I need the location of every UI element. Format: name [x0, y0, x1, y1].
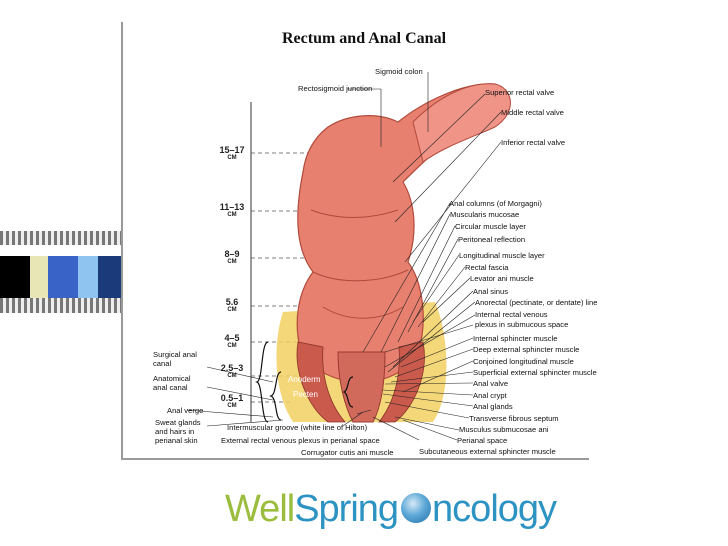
logo-well: Well [225, 488, 295, 530]
label-anal-valve: Anal valve [473, 379, 509, 388]
label-anal-sinus: Anal sinus [473, 287, 509, 296]
label-rectal-fascia: Rectal fascia [465, 263, 509, 272]
logo-ncology: ncology [432, 488, 557, 530]
label-anorectal-line: Anorectal (pectinate, or dentate) line [475, 298, 598, 307]
label-longitudinal-muscle-layer: Longitudinal muscle layer [459, 251, 545, 260]
label-middle-rectal-valve: Middle rectal valve [501, 108, 564, 117]
label-rectosigmoid-junction: Rectosigmoid junction [298, 84, 373, 93]
label-anal-verge: Anal verge [167, 406, 204, 415]
label-pecten: Pecten [293, 390, 318, 399]
label-external-rectal-venous: External rectal venous plexus in periana… [221, 436, 380, 445]
label-conjoined-longitudinal: Conjoined longitudinal muscle [473, 357, 574, 366]
label-peritoneal-reflection: Peritoneal reflection [458, 235, 526, 244]
label-levator-ani: Levator ani muscle [470, 274, 534, 283]
label-inferior-rectal-valve: Inferior rectal valve [501, 138, 566, 147]
label-sigmoid-colon: Sigmoid colon [375, 67, 423, 76]
rectum-anatomy-illustration [186, 72, 511, 441]
label-deep-external-sphincter: Deep external sphincter muscle [473, 345, 580, 354]
label-anal-glands: Anal glands [473, 402, 513, 411]
diagram-title: Rectum and Anal Canal [281, 30, 447, 47]
label-muscularis-mucosae: Muscularis mucosae [450, 210, 520, 219]
label-anal-columns: Anal columns (of Morgagni) [449, 199, 542, 208]
label-anoderm: Anoderm [288, 375, 321, 384]
label-internal-rectal-venous-1: Internal rectal venous [475, 310, 548, 319]
label-perianal-space: Perianal space [457, 436, 508, 445]
label-musculus-submucosae-ani: Musculus submucosae ani [459, 425, 549, 434]
logo-o-circle-icon [401, 493, 432, 523]
logo-spring: Spring [294, 488, 399, 530]
label-anal-crypt: Anal crypt [473, 391, 507, 400]
label-subcutaneous-external-sphincter: Subcutaneous external sphincter muscle [419, 447, 556, 456]
label-intermuscular-groove: Intermuscular groove (white line of Hilt… [227, 423, 368, 432]
label-internal-rectal-venous-2: plexus in submucous space [475, 320, 569, 329]
wellspring-oncology-logo: WellSpring ncology [225, 488, 557, 534]
label-corrugator-cutis-ani: Corrugator cutis ani muscle [301, 448, 394, 457]
label-internal-sphincter: Internal sphincter muscle [473, 334, 558, 343]
diagram-frame: Rectum and Anal Canal [121, 22, 597, 460]
label-anatomical-anal-canal: Anatomical anal canal [153, 374, 191, 392]
decorative-stripes [0, 231, 122, 313]
label-superior-rectal-valve: Superior rectal valve [485, 88, 555, 97]
label-transverse-fibrous-septum: Transverse fibrous septum [469, 414, 559, 423]
label-surgical-anal-canal: Surgical anal canal [153, 350, 197, 368]
label-sweat-glands: Sweat glands and hairs in perianal skin [155, 418, 201, 445]
label-circular-muscle-layer: Circular muscle layer [455, 222, 526, 231]
label-superficial-external-sphincter: Superficial external sphincter muscle [473, 368, 597, 377]
